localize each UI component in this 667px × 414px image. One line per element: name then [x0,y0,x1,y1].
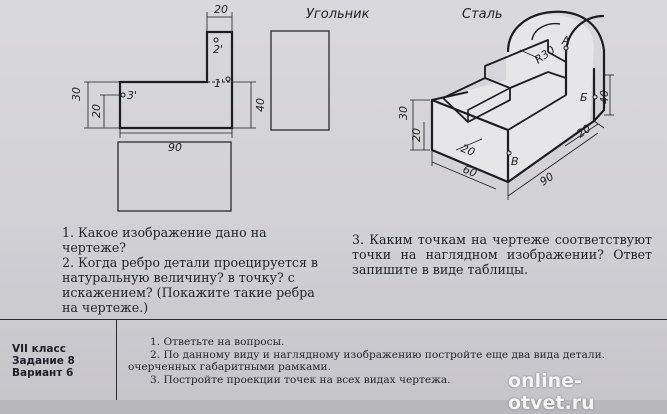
divider-vertical [116,319,117,400]
task-item-1: 1. Ответьте на вопросы. [150,336,285,348]
top-view-frame [117,141,232,212]
iso-point-a: А [561,34,570,47]
iso-point-v: В [511,155,519,168]
dim-front-right: 40 [254,98,267,112]
question-2: 2. Когда ребро детали проецируется в нат… [62,255,319,315]
dim-iso-depth: 60 [461,163,479,180]
question-1: 1. Какое изображение дано на чертеже? [62,225,267,255]
iso-point-b: Б [580,91,588,104]
point-1-label: 1' [214,77,224,90]
point-3-label: 3' [127,89,137,102]
dim-front-width: 90 [168,141,182,154]
task-item-2: 2. По данному виду и наглядному изображе… [128,348,606,374]
question-3: 3. Каким точкам на чертеже соответствуют… [352,232,652,277]
questions-left: 1. Какое изображение дано на чертеже? 2.… [62,225,330,315]
technical-drawing: 20 30 20 90 40 2' 1' 3' Угольник Сталь [70,3,614,212]
dim-iso-40: 40 [598,90,611,104]
divider-horizontal [0,319,667,320]
point-2-label: 2' [213,43,223,56]
dim-iso-right-20: 20 [574,122,593,141]
task-list: 1. Ответьте на вопросы. 2. По данному ви… [128,336,658,386]
isometric-view [410,10,614,200]
material: Сталь [462,7,503,22]
dim-front-height-30: 30 [70,87,83,101]
dim-front-top: 20 [214,3,228,16]
part-name: Угольник [306,7,370,22]
watermark-logo: online-otvet.ru [508,370,595,414]
task-number: Задание 8 [12,355,75,367]
dim-iso-slot: 20 [459,142,477,159]
front-view [84,12,256,138]
dim-front-height-20: 20 [90,104,103,118]
variant-number: Вариант 6 [12,367,74,379]
dim-iso-20: 20 [410,128,423,142]
task-info: VII класс Задание 8 Вариант 6 [12,343,75,379]
task-item-3: 3. Постройте проекции точек на всех вида… [150,373,451,386]
dim-iso-30: 30 [397,106,410,120]
side-view-frame [270,30,330,131]
grade-label: VII класс [12,343,66,355]
dim-iso-length: 90 [537,170,556,189]
